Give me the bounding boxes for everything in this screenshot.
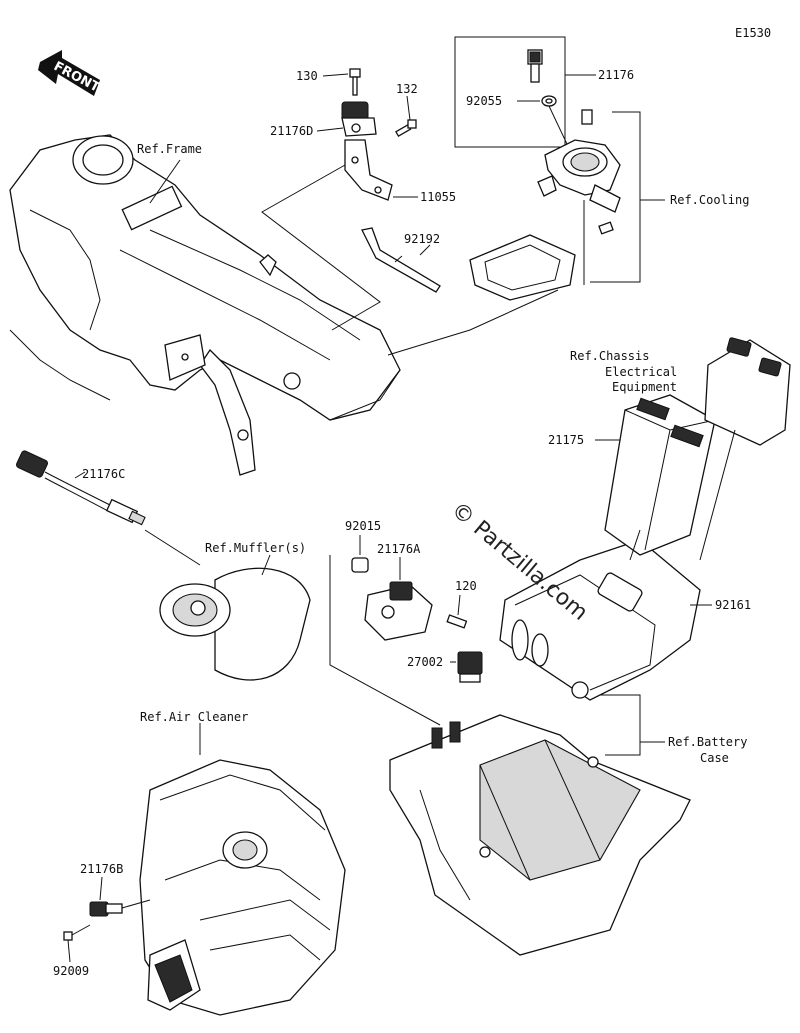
cooling-leader — [590, 111, 665, 283]
ref-muffler-label: Ref.Muffler(s) — [205, 541, 306, 555]
sensor-21176 — [527, 49, 543, 83]
part-92192-label: 92192 — [404, 232, 440, 246]
thermostat-housing — [537, 109, 621, 213]
assembly-line-cooling — [387, 289, 559, 356]
relay-27002 — [457, 651, 483, 683]
part-21175-label: 21175 — [548, 433, 584, 447]
sensor-21176A — [364, 581, 433, 641]
ref-chassis-label-3: Equipment — [612, 380, 677, 394]
washer-92055 — [541, 95, 557, 107]
battery-leader — [585, 694, 665, 756]
bolt-92009 — [63, 924, 91, 941]
assembly-line-relay — [329, 555, 441, 726]
collar-92015 — [351, 557, 369, 573]
ref-cooling-label: Ref.Cooling — [670, 193, 749, 207]
part-92015-label: 92015 — [345, 519, 381, 533]
frame-drawing — [9, 134, 401, 476]
bolt-120 — [446, 614, 468, 629]
ref-battery-label-1: Ref.Battery — [668, 735, 747, 749]
ref-chassis-label-1: Ref.Chassis — [570, 349, 649, 363]
part-21176D-label: 21176D — [270, 124, 313, 138]
sensor-21176B — [89, 899, 151, 917]
ref-battery-label-2: Case — [700, 751, 729, 765]
ref-frame-label: Ref.Frame — [137, 142, 202, 156]
front-label: FRONT — [51, 59, 102, 96]
air-cleaner-drawing — [139, 759, 346, 1016]
part-92161-label: 92161 — [715, 598, 751, 612]
ref-air-cleaner-label: Ref.Air Cleaner — [140, 710, 248, 724]
bolt-cooling — [598, 221, 614, 235]
bolt-130 — [349, 68, 361, 96]
assembly-line-sensor — [261, 164, 381, 331]
part-11055-label: 11055 — [420, 190, 456, 204]
bolt-132 — [395, 119, 417, 137]
part-92009-label: 92009 — [53, 964, 89, 978]
hose-92192 — [361, 227, 441, 293]
part-92055-label: 92055 — [466, 94, 502, 108]
part-120-label: 120 — [455, 579, 477, 593]
part-132-label: 132 — [396, 82, 418, 96]
ref-chassis-label-2: Electrical — [605, 365, 677, 379]
diagram-id: E1530 — [735, 26, 771, 40]
part-130-label: 130 — [296, 69, 318, 83]
leader-frame — [149, 159, 181, 204]
part-27002-label: 27002 — [407, 655, 443, 669]
sensor-21176C — [15, 450, 146, 526]
ecu-21175 — [604, 394, 716, 556]
bracket-11055 — [344, 139, 393, 201]
callout-box-21176 — [454, 36, 566, 148]
battery-case-drawing — [389, 714, 691, 956]
part-21176-label: 21176 — [598, 68, 634, 82]
part-21176B-label: 21176B — [80, 862, 123, 876]
part-21176A-label: 21176A — [377, 542, 421, 556]
tray-92161 — [499, 539, 701, 701]
chassis-electrical-module — [704, 337, 791, 446]
front-direction-arrow: FRONT — [38, 50, 102, 96]
muffler-drawing — [159, 567, 311, 681]
sensor-21176D — [341, 101, 377, 137]
part-21176C-label: 21176C — [82, 467, 125, 481]
